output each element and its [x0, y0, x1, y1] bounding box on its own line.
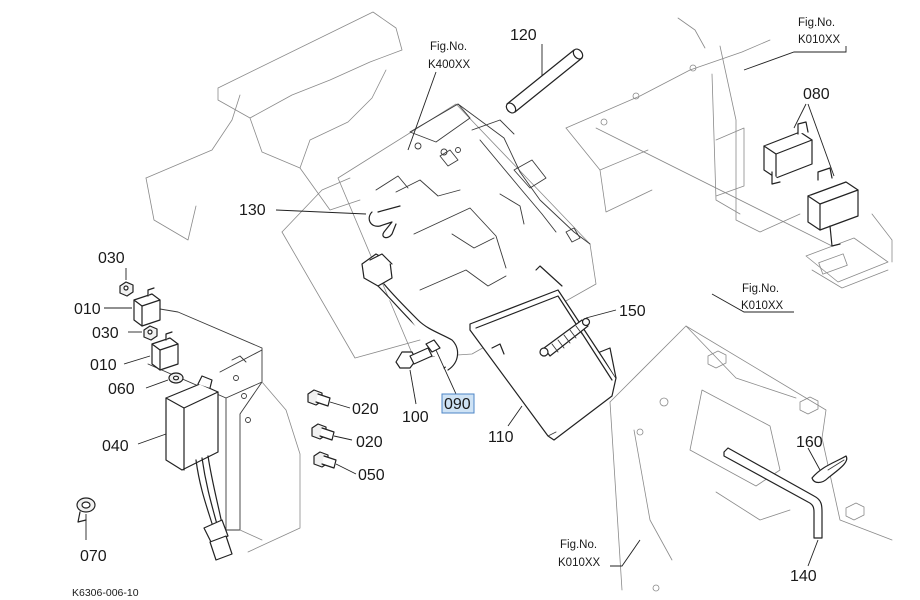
fig-ref-k010-mid-code: K010XX [741, 300, 784, 312]
label-160: 160 [796, 434, 823, 451]
fig-ref-k400-code: K400XX [428, 59, 471, 71]
part-040-control-unit [165, 375, 233, 561]
leader-lines [85, 44, 847, 567]
fig-ref-k010-bottom: Fig.No. K010XX [558, 539, 601, 569]
label-020-lower: 020 [356, 434, 383, 451]
fig-ref-k400-title: Fig.No. [430, 41, 467, 53]
label-120: 120 [510, 27, 537, 44]
part-020-bolt-upper [307, 389, 331, 407]
label-070: 070 [80, 548, 107, 565]
label-090-highlight [441, 393, 475, 414]
background-frame-bottom-right [609, 325, 893, 592]
label-130: 130 [239, 202, 266, 219]
part-020-bolt-lower [311, 423, 335, 441]
part-160-pin [811, 455, 848, 484]
background-frame-top-right [565, 17, 893, 289]
label-080: 080 [803, 86, 830, 103]
part-080-relay-lower [807, 167, 859, 247]
part-050-bolt [313, 451, 337, 469]
fig-ref-k010-mid: Fig.No. K010XX [741, 283, 784, 312]
label-010-upper: 010 [74, 301, 101, 318]
part-100-bolt [395, 347, 433, 369]
label-110: 110 [488, 429, 514, 446]
background-frame-left [145, 11, 421, 359]
part-080-relay-upper [763, 121, 813, 185]
label-010-lower: 010 [90, 357, 117, 374]
label-140: 140 [790, 568, 817, 585]
part-010-relay-upper [133, 287, 161, 327]
label-020-upper: 020 [352, 401, 379, 418]
part-060-washer [168, 372, 184, 384]
label-050: 050 [358, 467, 385, 484]
fig-ref-k010-bottom-code: K010XX [558, 557, 601, 569]
label-090: 090 [444, 396, 471, 413]
center-housing [337, 103, 597, 359]
label-100: 100 [402, 409, 429, 426]
label-150: 150 [619, 303, 646, 320]
part-070-clamp [76, 497, 96, 523]
part-030-nut-lower [143, 325, 158, 341]
part-130-clip [368, 205, 401, 239]
label-030-upper: 030 [98, 250, 125, 267]
fig-ref-k010-top-title: Fig.No. [798, 17, 835, 29]
drawing-code: K6306-006-10 [72, 587, 139, 599]
label-060: 060 [108, 381, 135, 398]
left-bracket [141, 305, 301, 553]
fig-ref-k400: Fig.No. K400XX [428, 41, 471, 71]
fig-ref-k010-top: Fig.No. K010XX [798, 17, 841, 46]
part-120-rod [505, 48, 584, 114]
part-090-sensor [361, 253, 459, 371]
label-030-lower: 030 [92, 325, 119, 342]
part-140-lrod [723, 447, 823, 539]
part-labels: 120 080 130 030 010 030 010 060 040 070 … [74, 27, 830, 585]
part-010-relay-lower [151, 331, 179, 371]
fig-ref-k010-top-code: K010XX [798, 34, 841, 46]
fig-ref-k010-mid-title: Fig.No. [742, 283, 779, 295]
label-040: 040 [102, 438, 129, 455]
fig-ref-k010-bottom-title: Fig.No. [560, 539, 597, 551]
part-030-nut-upper [119, 281, 134, 297]
part-150-spring [539, 317, 591, 357]
